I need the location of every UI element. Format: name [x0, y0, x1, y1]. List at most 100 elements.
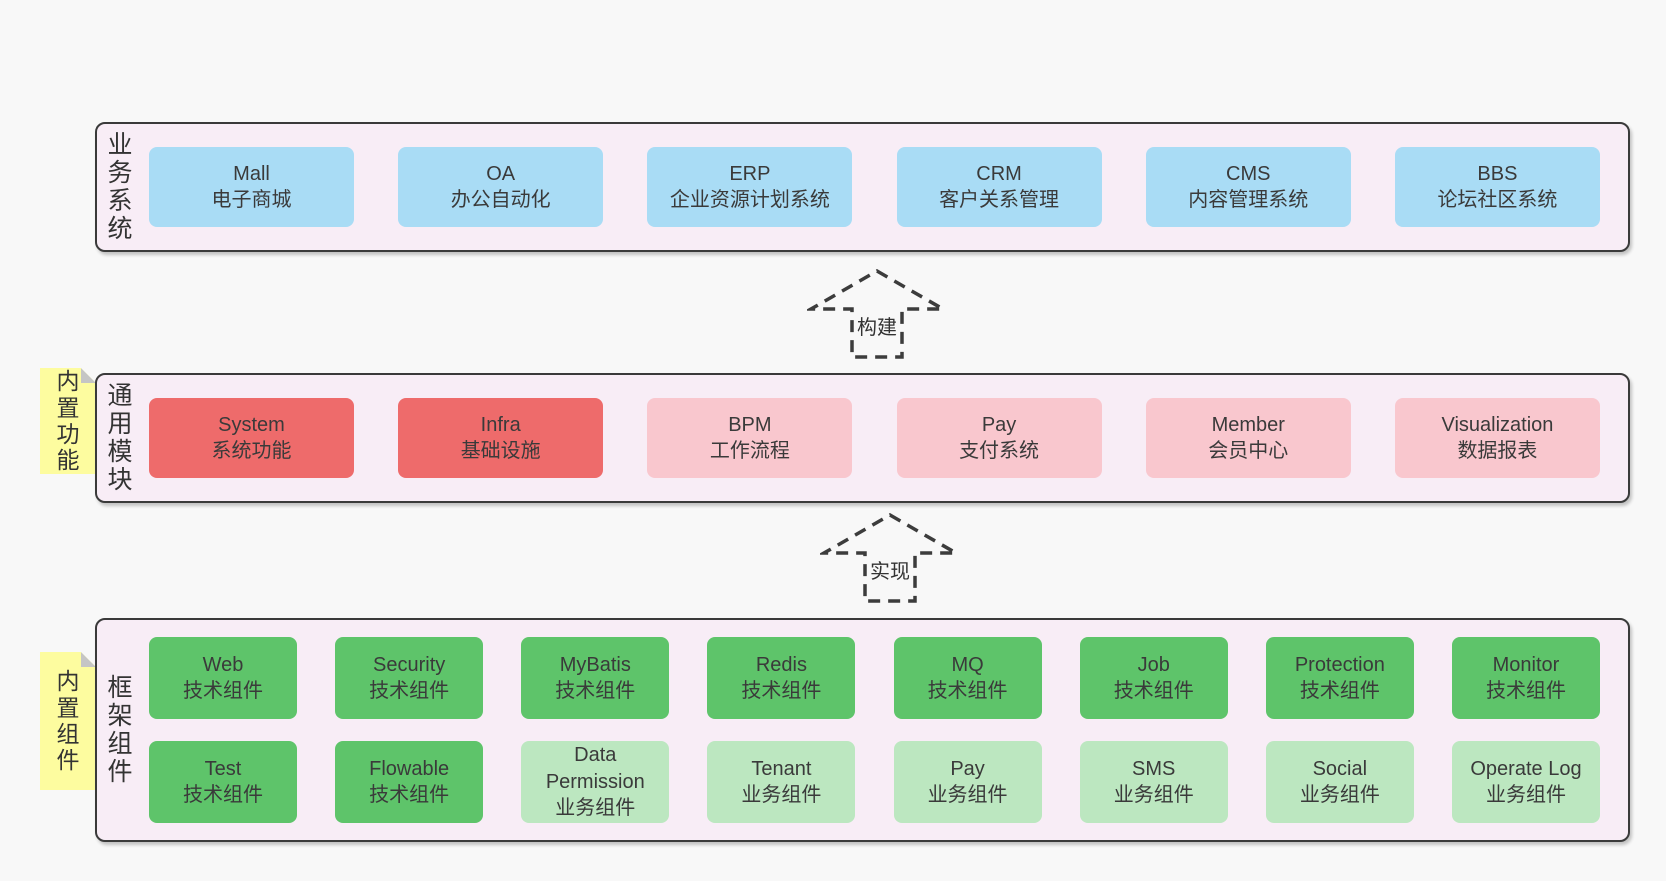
node-title: BBS — [1477, 162, 1518, 185]
sticky-note-text: 内置组件 — [56, 668, 80, 774]
node-subtitle: 业务组件 — [1113, 784, 1194, 806]
band-common-modules-content: System 系统功能 Infra 基础设施 BPM 工作流程 Pay 支付系统… — [143, 375, 1628, 501]
sticky-note-text: 内置功能 — [56, 368, 80, 474]
node-cms: CMS 内容管理系统 — [1145, 147, 1351, 227]
node-title: Pay — [950, 757, 985, 780]
node-title: Protection — [1294, 653, 1385, 676]
node-title: System — [218, 413, 285, 436]
folded-corner-icon — [81, 652, 96, 667]
node-member: Member 会员中心 — [1145, 398, 1351, 478]
node-title: BPM — [728, 413, 772, 436]
implement-arrow-label: 实现 — [867, 554, 913, 585]
node-title: Test — [204, 757, 242, 780]
node-title: Mall — [233, 162, 270, 185]
node-subtitle: 技术组件 — [555, 680, 636, 702]
node-subtitle: 技术组件 — [1113, 680, 1194, 702]
node-subtitle: 数据报表 — [1457, 440, 1538, 462]
band-framework-components-content: Web 技术组件 Security 技术组件 MyBatis 技术组件 Redi… — [143, 620, 1628, 840]
node-title: Data Permission — [545, 744, 645, 793]
node-title: Security — [373, 653, 446, 676]
node-subtitle: 系统功能 — [211, 440, 292, 462]
node-bbs: BBS 论坛社区系统 — [1394, 147, 1600, 227]
band-label-text: 业务系统 — [107, 131, 133, 243]
node-subtitle: 业务组件 — [741, 784, 822, 806]
node-social: Social 业务组件 — [1265, 741, 1414, 823]
framework-row-2: Test 技术组件 Flowable 技术组件 Data Permission … — [149, 741, 1600, 823]
node-title: OA — [486, 162, 516, 185]
band-business-systems-content: Mall 电子商城 OA 办公自动化 ERP 企业资源计划系统 CRM 客户关系… — [143, 124, 1628, 250]
node-subtitle: 客户关系管理 — [939, 189, 1060, 211]
node-erp: ERP 企业资源计划系统 — [647, 147, 853, 227]
node-title: Visualization — [1441, 413, 1554, 436]
node-subtitle: 技术组件 — [1485, 680, 1566, 702]
build-arrow-label: 构建 — [854, 310, 900, 341]
node-security: Security 技术组件 — [335, 637, 484, 719]
node-subtitle: 业务组件 — [1299, 784, 1380, 806]
node-title: Social — [1312, 757, 1368, 780]
node-subtitle: 办公自动化 — [450, 189, 551, 211]
folded-corner-icon — [81, 368, 96, 383]
band-framework-components: 框架组件 Web 技术组件 Security 技术组件 MyBatis 技术组件… — [95, 618, 1630, 842]
node-pay-component: Pay 业务组件 — [893, 741, 1042, 823]
node-title: MyBatis — [559, 653, 631, 676]
node-title: Operate Log — [1470, 757, 1582, 780]
band-label-business-systems: 业务系统 — [97, 124, 143, 250]
sticky-note-built-in-components: 内置组件 — [40, 652, 96, 790]
node-title: Pay — [981, 413, 1017, 436]
node-pay-module: Pay 支付系统 — [896, 398, 1102, 478]
node-subtitle: 会员中心 — [1208, 440, 1289, 462]
node-visualization: Visualization 数据报表 — [1394, 398, 1600, 478]
node-title: Flowable — [369, 757, 450, 780]
node-crm: CRM 客户关系管理 — [896, 147, 1102, 227]
node-mybatis: MyBatis 技术组件 — [521, 637, 670, 719]
node-subtitle: 技术组件 — [183, 784, 263, 806]
build-arrow: 构建 — [804, 268, 950, 360]
implement-arrow: 实现 — [817, 512, 963, 604]
node-flowable: Flowable 技术组件 — [335, 741, 484, 823]
node-title: Member — [1211, 413, 1285, 436]
node-web: Web 技术组件 — [149, 637, 297, 719]
node-title: Job — [1137, 653, 1170, 676]
node-subtitle: 工作流程 — [709, 440, 790, 462]
band-business-systems: 业务系统 Mall 电子商城 OA 办公自动化 ERP 企业资源计划系统 CRM… — [95, 122, 1630, 252]
node-subtitle: 内容管理系统 — [1188, 189, 1309, 211]
node-subtitle: 业务组件 — [555, 797, 636, 820]
node-monitor: Monitor 技术组件 — [1451, 637, 1600, 719]
node-title: Web — [202, 653, 244, 676]
node-title: CRM — [976, 162, 1022, 185]
framework-row-1: Web 技术组件 Security 技术组件 MyBatis 技术组件 Redi… — [149, 637, 1600, 719]
node-mall: Mall 电子商城 — [149, 147, 354, 227]
sticky-note-built-in-features: 内置功能 — [40, 368, 96, 474]
node-subtitle: 技术组件 — [927, 680, 1008, 702]
node-subtitle: 技术组件 — [369, 680, 450, 702]
node-bpm: BPM 工作流程 — [647, 398, 853, 478]
node-tenant: Tenant 业务组件 — [707, 741, 856, 823]
node-data-permission: Data Permission 业务组件 — [521, 741, 670, 823]
band-label-framework-components: 框架组件 — [97, 620, 143, 840]
node-sms: SMS 业务组件 — [1079, 741, 1228, 823]
node-job: Job 技术组件 — [1079, 637, 1228, 719]
band-label-text: 框架组件 — [107, 674, 133, 786]
node-mq: MQ 技术组件 — [893, 637, 1042, 719]
node-title: SMS — [1132, 757, 1176, 780]
node-title: Redis — [755, 653, 807, 676]
node-oa: OA 办公自动化 — [398, 147, 604, 227]
node-system: System 系统功能 — [149, 398, 354, 478]
node-subtitle: 电子商城 — [211, 189, 292, 211]
node-subtitle: 论坛社区系统 — [1437, 189, 1558, 211]
node-title: ERP — [729, 162, 771, 185]
node-subtitle: 支付系统 — [959, 440, 1040, 462]
node-subtitle: 业务组件 — [1485, 784, 1566, 806]
node-title: MQ — [951, 653, 984, 676]
node-redis: Redis 技术组件 — [707, 637, 856, 719]
node-subtitle: 基础设施 — [460, 440, 541, 462]
node-subtitle: 技术组件 — [369, 784, 450, 806]
node-subtitle: 业务组件 — [927, 784, 1008, 806]
node-subtitle: 企业资源计划系统 — [669, 189, 830, 211]
node-title: Infra — [480, 413, 521, 436]
node-title: CMS — [1226, 162, 1271, 185]
node-subtitle: 技术组件 — [183, 680, 263, 702]
node-operate-log: Operate Log 业务组件 — [1451, 741, 1600, 823]
node-title: Monitor — [1492, 653, 1560, 676]
